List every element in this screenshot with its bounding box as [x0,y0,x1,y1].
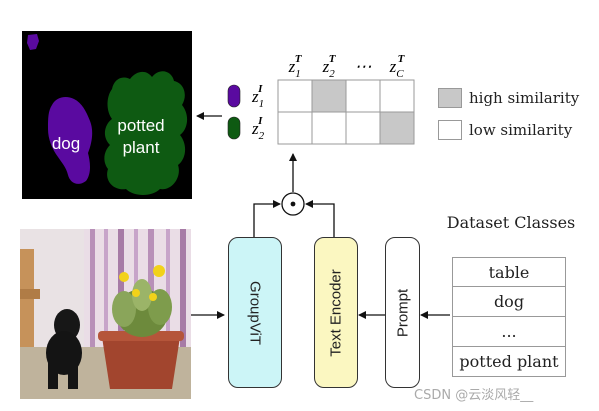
matrix-cell-low [345,111,381,145]
group-color-pill [227,116,241,140]
matrix-cell-low [345,79,381,113]
similarity-matrix: z1T z2T ⋯ zCT z1I z2I [227,53,415,145]
dataset-class-row: dog [452,287,566,317]
legend-low-label: low similarity [469,121,573,139]
segment-dog-fragment [27,34,39,50]
dataset-class-row: potted plant [452,347,566,377]
groupvit-label: GroupViT [246,280,264,345]
matrix-cell-high [311,79,347,113]
dot-product-operator [281,192,305,216]
row-header-image-embedding: z1I [251,83,264,110]
prompt-label: Prompt [394,288,411,337]
dog-segment-label: dog [52,134,80,153]
matrix-cell-high [379,111,415,145]
column-header-text-embedding: ⋯ [355,57,372,76]
text-encoder-label: Text Encoder [327,268,345,357]
dataset-class-row: ... [452,317,566,347]
prompt-block: Prompt [385,237,420,388]
segment-potted-plant [104,71,188,195]
dataset-classes-title: Dataset Classes [446,213,576,232]
group-color-pill [227,84,241,108]
matrix-cell-low [277,79,313,113]
legend-high-label: high similarity [469,89,580,107]
input-photo [20,229,191,399]
watermark: CSDN @云淡风轻__ [414,388,534,403]
column-header-text-embedding: zCT [389,53,406,80]
segmentation-mask-image: dog potted plant [22,31,192,199]
matrix-cell-low [379,79,415,113]
plant-segment-label-line2: plant [123,138,160,157]
groupvit-block: GroupViT [228,237,282,388]
text-encoder-block: Text Encoder [314,237,358,388]
matrix-cell-low [277,111,313,145]
legend-low-swatch [438,120,462,140]
dataset-class-row: table [452,257,566,287]
plant-segment-label-line1: potted [117,116,164,135]
matrix-cell-low [311,111,347,145]
legend-high-swatch [438,88,462,108]
column-header-text-embedding: z1T [288,53,303,80]
column-header-text-embedding: z2T [322,53,337,80]
row-header-image-embedding: z2I [251,115,265,142]
segment-dog [48,97,93,184]
